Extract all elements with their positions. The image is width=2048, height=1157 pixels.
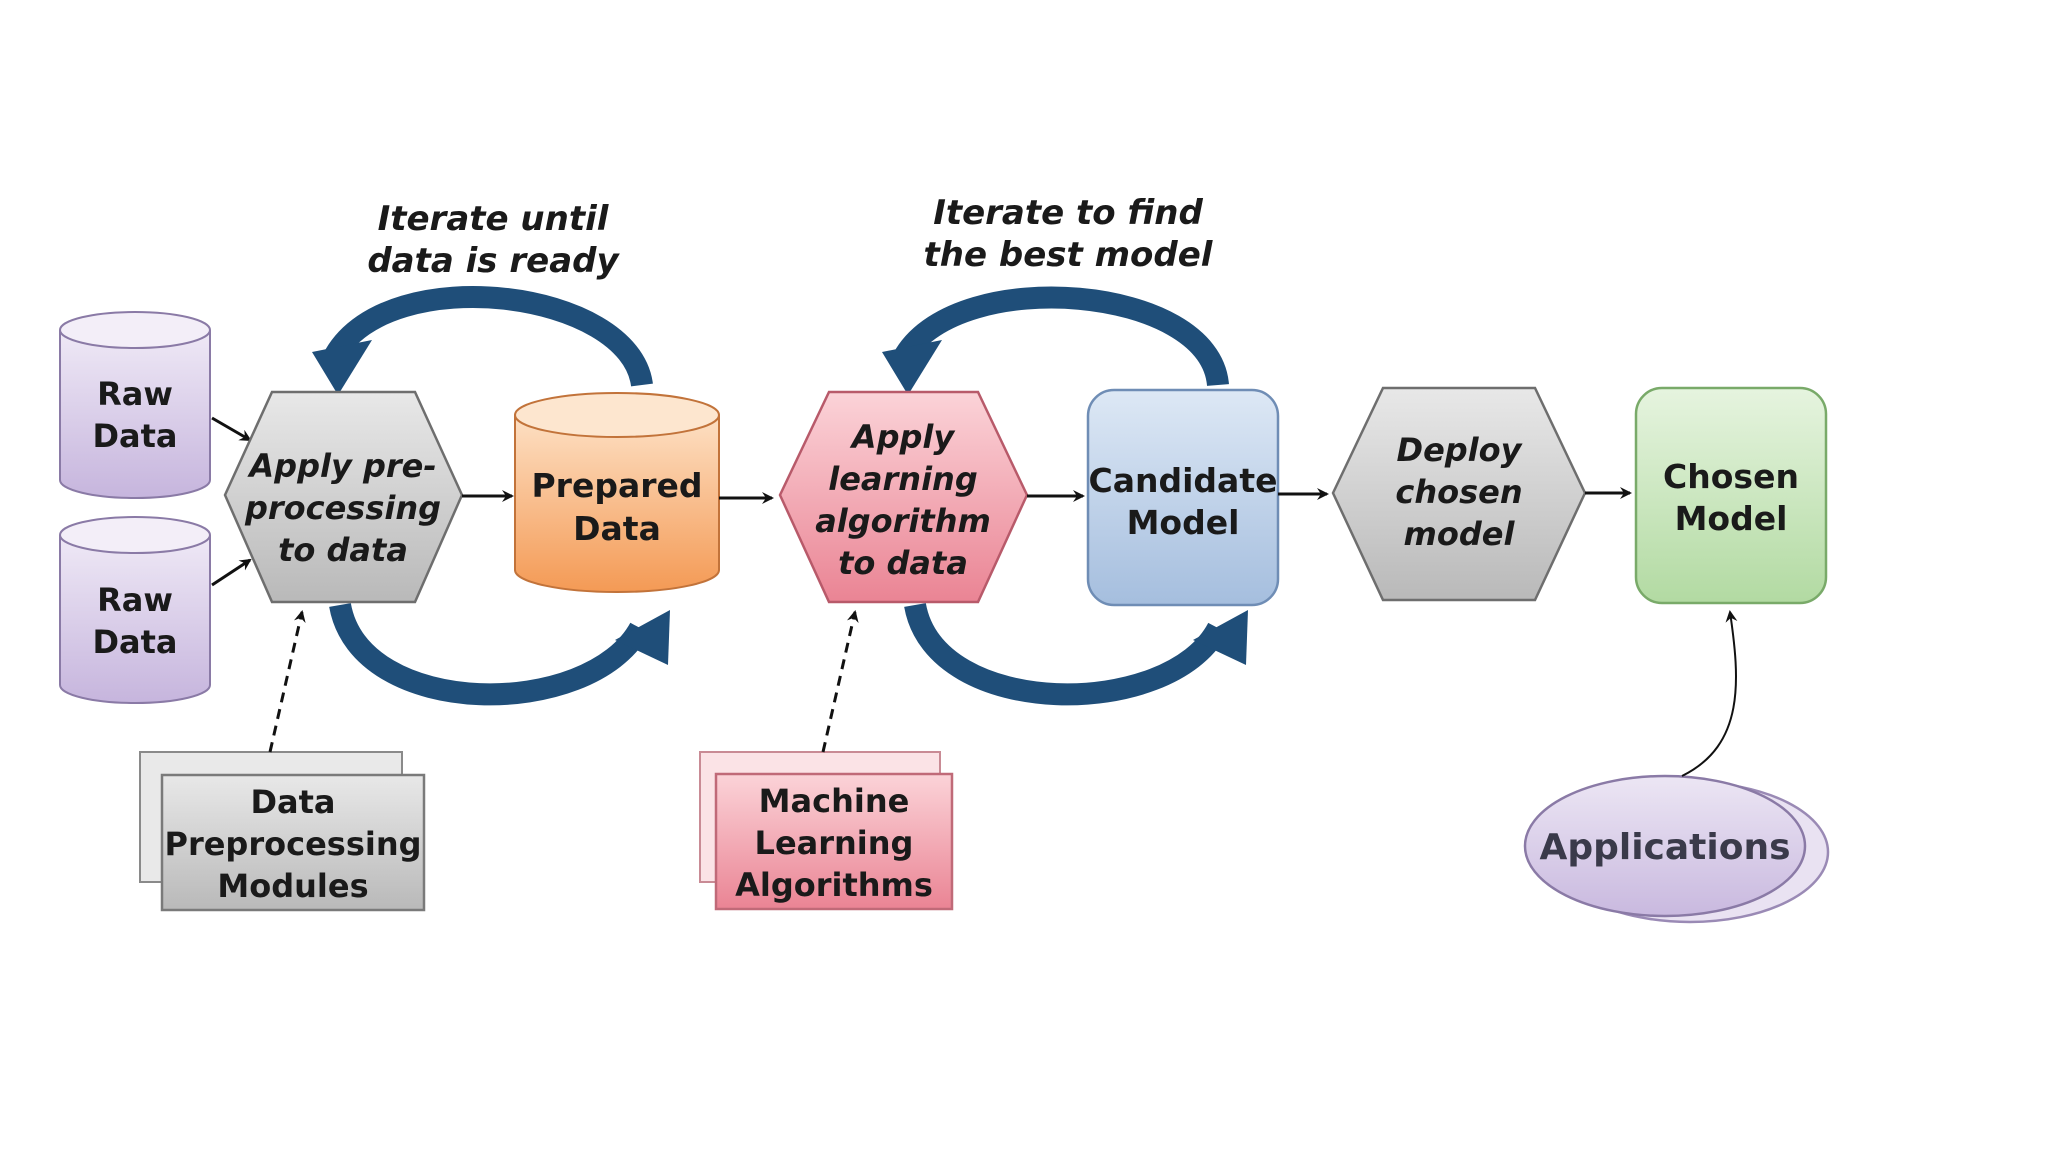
- iterate-data-line-2: data is ready: [367, 241, 620, 281]
- data-preprocessing-modules: Data Preprocessing Modules: [139, 751, 426, 912]
- raw-data-2-line-2: Data: [92, 623, 177, 661]
- learning-line-1: Apply: [849, 418, 956, 456]
- iterate-data-label: Iterate until data is ready: [367, 199, 620, 281]
- raw-data-1-line-1: Raw: [97, 375, 173, 413]
- candidate-model-box: Candidate Model: [1086, 388, 1280, 607]
- applications: Applications: [1523, 774, 1830, 924]
- preprocess-line-2: processing: [244, 489, 441, 527]
- dashed-arrow-modules-to-preprocess: [268, 610, 306, 753]
- chosen-line-2: Model: [1675, 499, 1788, 538]
- raw-data-cylinder-2: Raw Data: [59, 516, 211, 704]
- iterate-model-label: Iterate to find the best model: [924, 193, 1214, 275]
- arrow-raw2-to-preprocess: [211, 558, 252, 587]
- ml-algorithms-line-2: Learning: [755, 824, 914, 862]
- learning-line-2: learning: [828, 460, 977, 498]
- candidate-line-2: Model: [1127, 503, 1240, 542]
- ml-algorithms-line-1: Machine: [759, 782, 910, 820]
- chosen-line-1: Chosen: [1663, 457, 1799, 496]
- learning-hexagon: Apply learning algorithm to data: [778, 390, 1029, 604]
- deploy-line-3: model: [1404, 515, 1516, 553]
- chosen-model-box: Chosen Model: [1634, 386, 1828, 605]
- learning-line-3: algorithm: [815, 502, 991, 540]
- raw-data-1-line-2: Data: [92, 417, 177, 455]
- deploy-line-2: chosen: [1395, 473, 1522, 511]
- iterate-model-line-2: the best model: [924, 235, 1214, 275]
- preproc-modules-line-3: Modules: [217, 867, 368, 905]
- preprocess-hexagon: Apply pre- processing to data: [223, 390, 464, 604]
- applications-label: Applications: [1539, 827, 1790, 868]
- machine-learning-algorithms: Machine Learning Algorithms: [699, 751, 954, 911]
- ml-algorithms-line-3: Algorithms: [735, 866, 933, 904]
- deploy-hexagon: Deploy chosen model: [1331, 386, 1587, 602]
- learning-line-4: to data: [838, 544, 968, 582]
- preproc-modules-line-2: Preprocessing: [164, 825, 421, 863]
- arrow-applications-to-chosen: [1681, 610, 1738, 777]
- iterate-arc-model: [882, 286, 1248, 706]
- dashed-arrow-algorithms-to-learning: [821, 610, 859, 753]
- candidate-line-1: Candidate: [1089, 461, 1278, 500]
- raw-data-2-line-1: Raw: [97, 581, 173, 619]
- prepared-data-cylinder: Prepared Data: [514, 392, 720, 593]
- iterate-data-line-1: Iterate until: [378, 199, 610, 239]
- prepared-line-2: Data: [573, 509, 661, 548]
- raw-data-cylinder-1: Raw Data: [59, 311, 211, 499]
- deploy-line-1: Deploy: [1397, 431, 1523, 469]
- iterate-model-line-1: Iterate to find: [933, 193, 1203, 233]
- prepared-line-1: Prepared: [531, 466, 702, 505]
- arrow-raw1-to-preprocess: [211, 416, 252, 442]
- preproc-modules-line-1: Data: [250, 783, 335, 821]
- preprocess-line-1: Apply pre-: [246, 447, 436, 485]
- iterate-arc-data: [312, 286, 670, 706]
- preprocess-line-3: to data: [278, 531, 408, 569]
